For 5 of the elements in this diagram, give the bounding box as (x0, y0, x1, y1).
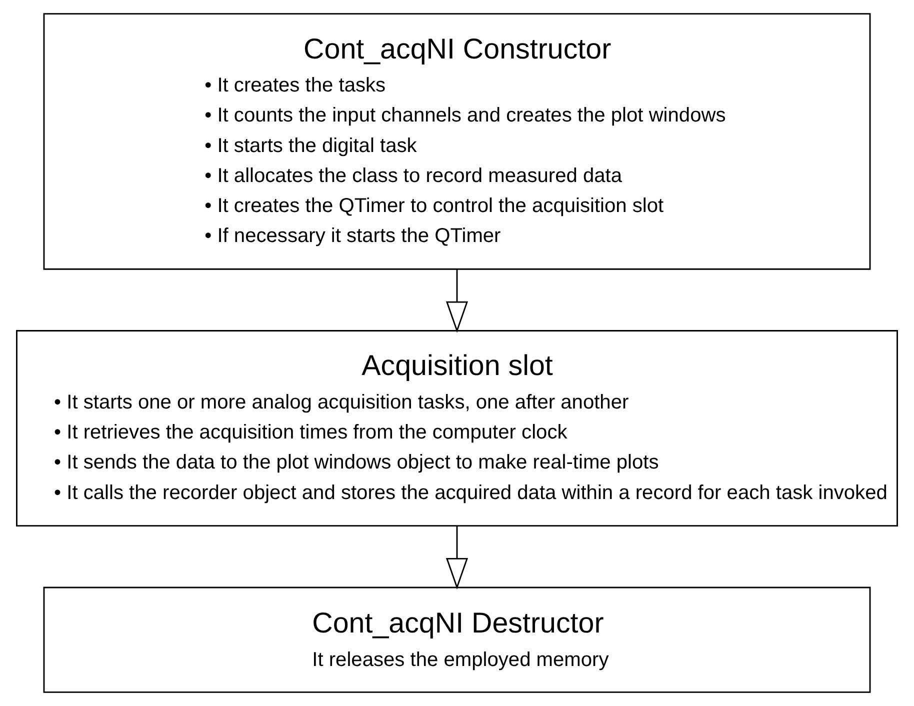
node-box: Acquisition slot • It starts one or more analog acquisition tasks, one after another • It retrieves the acquisition times from the computer clock • It sends the data to the plot windows object to make real-time plots • It calls the recorder object and stores the acquired data within a record for each task invoked (16, 330, 898, 527)
arrow (446, 270, 468, 333)
arrow (446, 526, 468, 590)
node-box: Cont_acqNI Destructor It releases the employed memory (43, 586, 871, 693)
node-box: Cont_acqNI Constructor • It creates the tasks • It counts the input channels and creates the plot windows • It starts the digital task • It allocates the class to record measured data • It creates the QTimer to control the acquisition slot • If necessary it starts the QTimer (43, 13, 871, 270)
